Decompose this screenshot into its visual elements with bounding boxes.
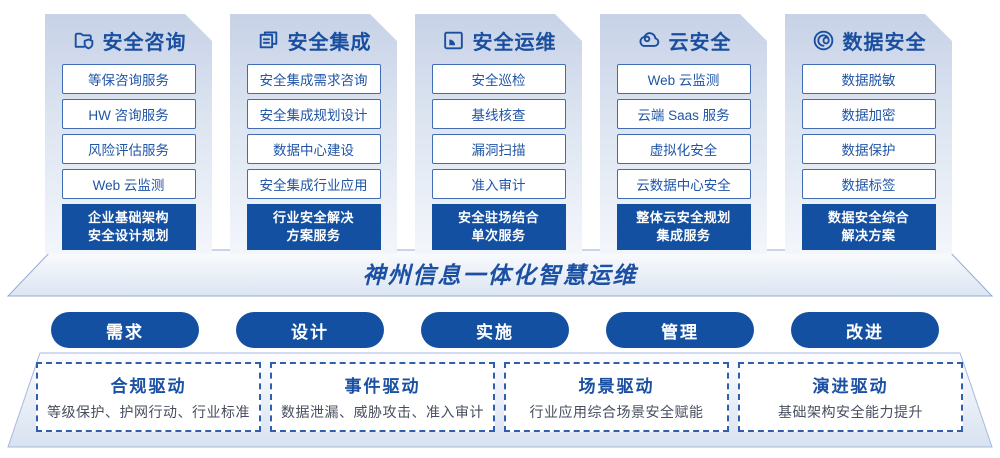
service-item: Web 云监测 xyxy=(62,169,196,199)
copy-doc-icon xyxy=(256,28,281,53)
service-item: 安全集成规划设计 xyxy=(247,99,381,129)
pill-improvement: 改进 xyxy=(791,312,939,348)
card-header: 云安全 xyxy=(600,27,767,53)
driver-title: 事件驱动 xyxy=(344,377,421,396)
pill-implementation: 实施 xyxy=(421,312,569,348)
service-item: 准入审计 xyxy=(432,169,566,199)
pill-management: 管理 xyxy=(606,312,754,348)
service-item: 漏洞扫描 xyxy=(432,134,566,164)
card-title: 云安全 xyxy=(668,31,732,54)
driver-desc: 等级保护、护网行动、行业标准 xyxy=(47,404,250,420)
card-header: 数据安全 xyxy=(785,27,952,53)
highlight-service: 企业基础架构 安全设计规划 xyxy=(62,204,196,250)
driver-desc: 数据泄漏、威胁攻击、准入审计 xyxy=(281,404,484,420)
service-item: 云数据中心安全 xyxy=(617,169,751,199)
service-item: 数据保护 xyxy=(802,134,936,164)
driver-compliance: 合规驱动 等级保护、护网行动、行业标准 xyxy=(36,362,261,432)
cloud-icon xyxy=(636,27,662,53)
pill-requirements: 需求 xyxy=(51,312,199,348)
card-security-consulting: 安全咨询 等保咨询服务 HW 咨询服务 风险评估服务 Web 云监测 企业基础架… xyxy=(45,14,212,254)
service-item: HW 咨询服务 xyxy=(62,99,196,129)
driver-title: 合规驱动 xyxy=(110,377,187,396)
spiral-icon xyxy=(811,28,836,53)
card-title: 安全集成 xyxy=(287,31,372,54)
pill-design: 设计 xyxy=(236,312,384,348)
service-item: 安全巡检 xyxy=(432,64,566,94)
highlight-service: 安全驻场结合 单次服务 xyxy=(432,204,566,250)
card-title: 安全咨询 xyxy=(102,31,187,54)
card-header: 安全运维 xyxy=(415,27,582,53)
service-item: 等保咨询服务 xyxy=(62,64,196,94)
service-item: 数据加密 xyxy=(802,99,936,129)
service-item: 数据标签 xyxy=(802,169,936,199)
service-item: Web 云监测 xyxy=(617,64,751,94)
driver-title: 演进驱动 xyxy=(812,377,889,396)
service-item: 基线核查 xyxy=(432,99,566,129)
service-item: 风险评估服务 xyxy=(62,134,196,164)
service-item: 数据脱敏 xyxy=(802,64,936,94)
card-header: 安全咨询 xyxy=(45,27,212,53)
driver-scenario: 场景驱动 行业应用综合场景安全赋能 xyxy=(504,362,729,432)
highlight-service: 整体云安全规划 集成服务 xyxy=(617,204,751,250)
card-title: 安全运维 xyxy=(472,31,557,54)
banner-title: 神州信息一体化智慧运维 xyxy=(362,262,638,288)
service-item: 数据中心建设 xyxy=(247,134,381,164)
service-item: 安全集成行业应用 xyxy=(247,169,381,199)
driver-desc: 基础架构安全能力提升 xyxy=(778,404,923,420)
highlight-service: 行业安全解决 方案服务 xyxy=(247,204,381,250)
card-security-operations: 安全运维 安全巡检 基线核查 漏洞扫描 准入审计 安全驻场结合 单次服务 xyxy=(415,14,582,254)
card-security-integration: 安全集成 安全集成需求咨询 安全集成规划设计 数据中心建设 安全集成行业应用 行… xyxy=(230,14,397,254)
service-item: 安全集成需求咨询 xyxy=(247,64,381,94)
driver-desc: 行业应用综合场景安全赋能 xyxy=(529,404,704,420)
driver-evolution: 演进驱动 基础架构安全能力提升 xyxy=(738,362,963,432)
service-item: 云端 Saas 服务 xyxy=(617,99,751,129)
folder-shield-icon xyxy=(71,28,96,53)
driver-title: 场景驱动 xyxy=(578,377,655,396)
card-title: 数据安全 xyxy=(842,31,927,54)
card-cloud-security: 云安全 Web 云监测 云端 Saas 服务 虚拟化安全 云数据中心安全 整体云… xyxy=(600,14,767,254)
card-data-security: 数据安全 数据脱敏 数据加密 数据保护 数据标签 数据安全综合 解决方案 xyxy=(785,14,952,254)
folder-pie-icon xyxy=(441,28,466,53)
card-header: 安全集成 xyxy=(230,27,397,53)
driver-incident: 事件驱动 数据泄漏、威胁攻击、准入审计 xyxy=(270,362,495,432)
highlight-service: 数据安全综合 解决方案 xyxy=(802,204,936,250)
service-item: 虚拟化安全 xyxy=(617,134,751,164)
